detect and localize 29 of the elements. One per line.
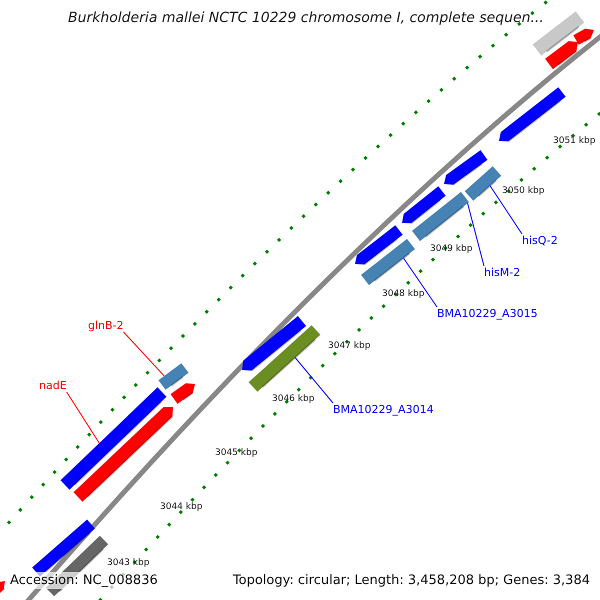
gene-feature bbox=[248, 325, 320, 392]
scale-label: 3046 kbp bbox=[272, 394, 314, 405]
leader-line bbox=[490, 185, 522, 234]
scale-label: 3048 kbp bbox=[382, 289, 424, 300]
leader-line bbox=[123, 332, 165, 376]
leader-line bbox=[467, 202, 484, 266]
scale-label: 3047 kbp bbox=[328, 341, 370, 352]
accession-label: Accession: NC_008836 bbox=[9, 572, 159, 589]
scale-label: 3043 kbp bbox=[107, 558, 150, 569]
gene-feature bbox=[158, 363, 189, 390]
scale-label: 3050 kbp bbox=[502, 186, 544, 197]
gene-feature bbox=[464, 166, 502, 201]
title: Burkholderia mallei NCTC 10229 chromosome I, complete sequen... bbox=[68, 9, 544, 27]
gene-label: hisM-2 bbox=[484, 266, 520, 279]
gene-label: glnB-2 bbox=[88, 319, 124, 332]
leader-line bbox=[66, 392, 100, 444]
gene-label: hisQ-2 bbox=[522, 234, 558, 247]
gene-label: BMA10229_A3015 bbox=[437, 307, 538, 320]
topology-label: Topology: circular; Length: 3,458,208 bp; Genes: 3,384 bbox=[232, 572, 590, 589]
leader-line bbox=[403, 258, 438, 308]
gene-feature bbox=[412, 192, 469, 242]
scale-label: 3045 kbp bbox=[215, 448, 258, 459]
scale-label: 3051 kbp bbox=[553, 136, 596, 147]
gene-label: BMA10229_A3014 bbox=[333, 403, 434, 416]
gene-feature bbox=[361, 238, 415, 286]
gene-label: nadE bbox=[39, 379, 67, 392]
leader-line bbox=[294, 357, 334, 404]
scale-label: 3044 kbp bbox=[160, 502, 202, 513]
scale-label: 3049 kbp bbox=[430, 244, 472, 255]
